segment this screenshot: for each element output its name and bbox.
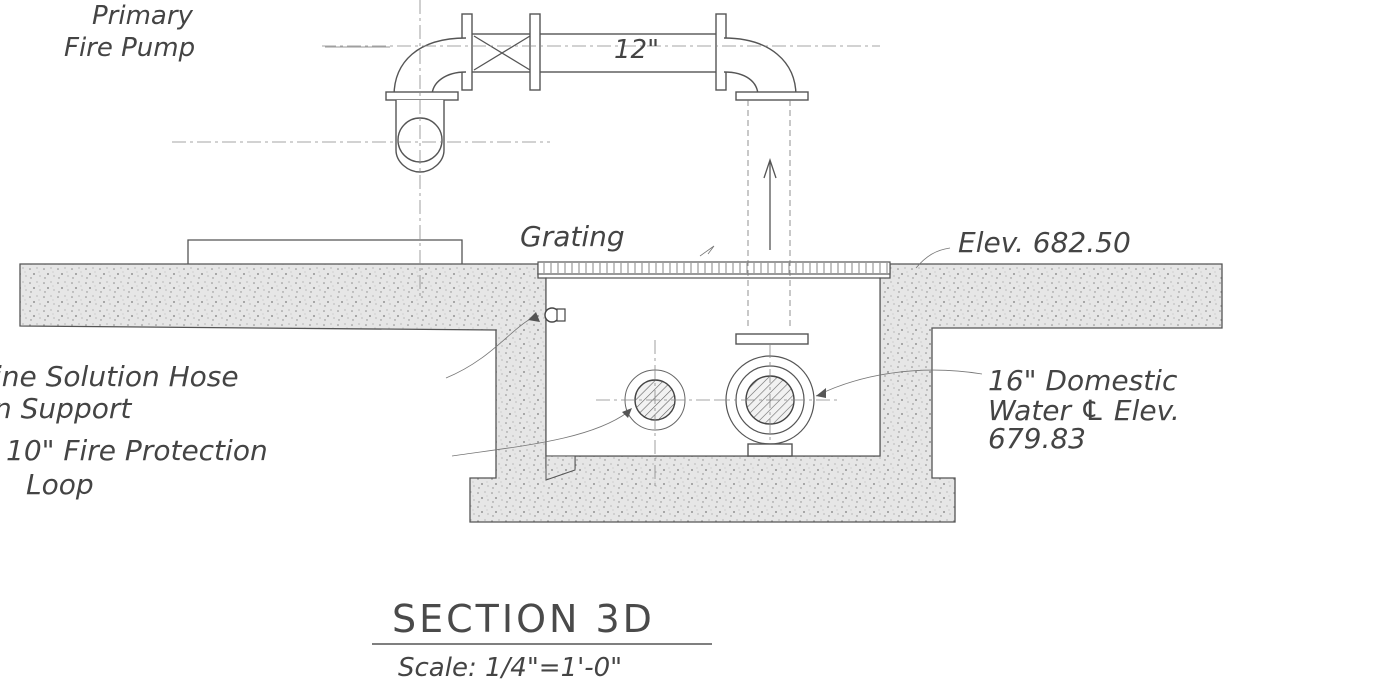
label-grating: Grating [520,220,625,253]
label-domestic-2: Water ℄ Elev. [988,394,1180,427]
grating [537,261,891,275]
label-hose-2: n Support [0,392,132,425]
domestic-water-pipe [716,344,840,462]
label-pipe-size: 12" [614,35,659,65]
scale-text: Scale: 1/4"=1'-0" [398,653,622,683]
title-block: SECTION 3D Scale: 1/4"=1'-0" [372,597,712,683]
label-primary-pump-1: Primary [92,1,194,31]
section-title: SECTION 3D [392,597,655,641]
label-elevation: Elev. 682.50 [958,226,1131,259]
label-primary-pump-2: Fire Pump [64,33,195,63]
fire-protection-loop-pipe [596,340,716,486]
label-loop-2: Loop [26,468,94,501]
label-domestic-3: 679.83 [988,422,1086,455]
leader-lines [325,46,983,457]
hose-support-fitting [544,307,566,323]
concrete-slab [19,239,1223,523]
labels: Primary Fire Pump 12" Grating Elev. 682.… [0,1,1180,501]
label-domestic-1: 16" Domestic [988,364,1178,397]
fire-pump-piping [172,0,880,345]
label-hose-1: ine Solution Hose [0,360,239,393]
label-loop-1: 10" Fire Protection [6,434,268,467]
